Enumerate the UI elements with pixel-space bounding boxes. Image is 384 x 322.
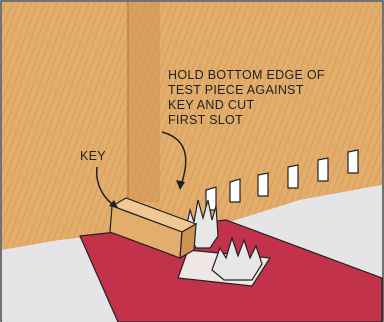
key-label: KEY [80,149,106,163]
slot-6 [348,150,358,173]
slot-2 [230,179,240,202]
instruction-line-3: KEY AND CUT [168,98,254,112]
slot-4 [288,165,298,188]
test-piece-edge-shade [128,2,160,202]
slot-3 [258,173,268,196]
instruction-line-4: FIRST SLOT [168,113,243,127]
instruction-line-2: TEST PIECE AGAINST [168,83,304,97]
slot-5 [318,158,328,181]
instruction-line-1: HOLD BOTTOM EDGE OF [168,68,325,82]
